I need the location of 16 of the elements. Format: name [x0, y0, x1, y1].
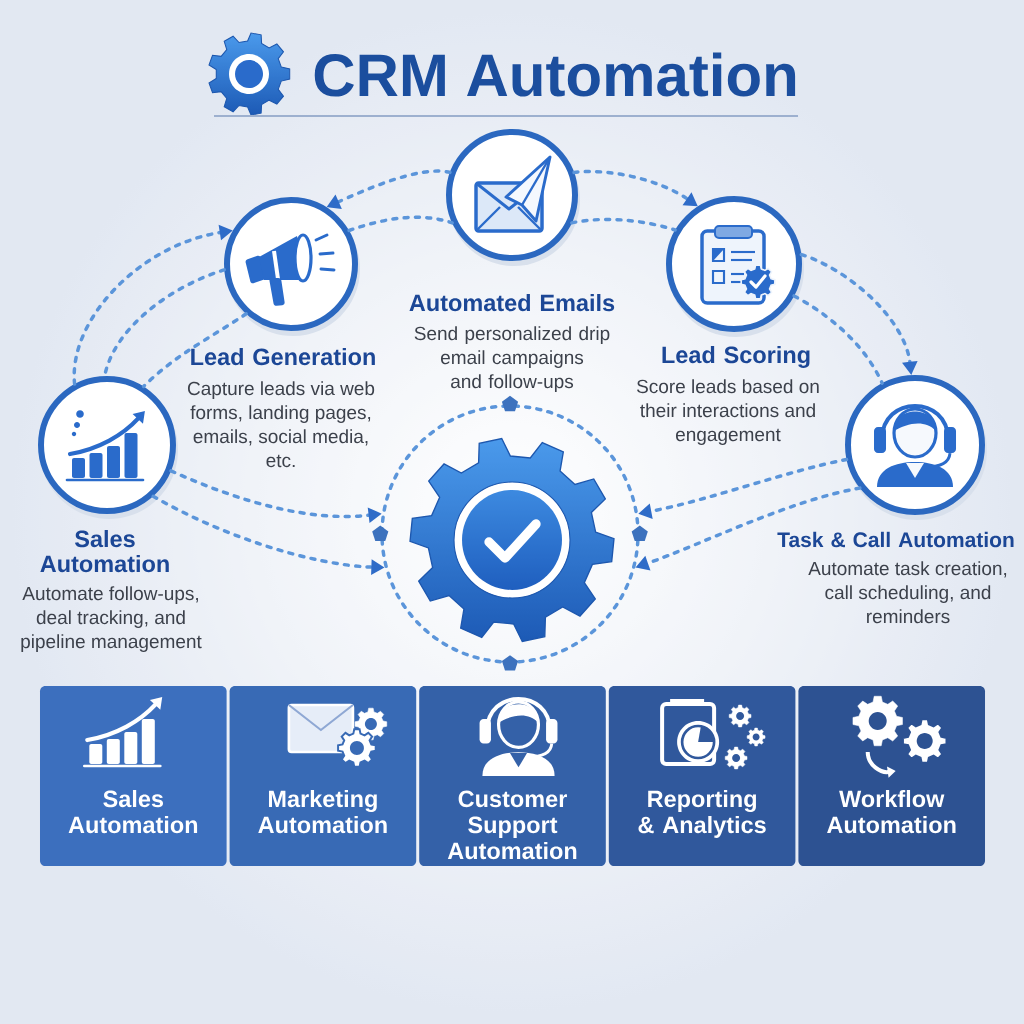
description: Capture leads via web forms, landing pages, emails, social media, etc.: [187, 381, 375, 468]
tile-label: Workflow Automation: [827, 790, 956, 834]
title: CRM Automation: [314, 52, 796, 97]
heading: Lead Generation: [191, 348, 375, 366]
description: Automate follow-ups, deal tracking, and pipeline management: [21, 586, 202, 652]
heading: Automated Emails: [409, 294, 615, 312]
tile-label: Customer Support Automation: [447, 790, 577, 860]
description: Send personalized drip email campaigns and follow-ups: [414, 326, 610, 392]
description: Score leads based on their interactions and engagement: [636, 379, 819, 445]
tile-label: Marketing Automation: [258, 790, 387, 834]
heading: Sales Automation: [40, 530, 169, 573]
description: Automate task creation, call scheduling, and reminders: [808, 561, 1007, 624]
tile-label: Reporting & Analytics: [638, 790, 766, 838]
tile-label: Sales Automation: [68, 790, 198, 834]
heading: Lead Scoring: [662, 346, 810, 368]
heading: Task & Call Automation: [777, 531, 1014, 548]
